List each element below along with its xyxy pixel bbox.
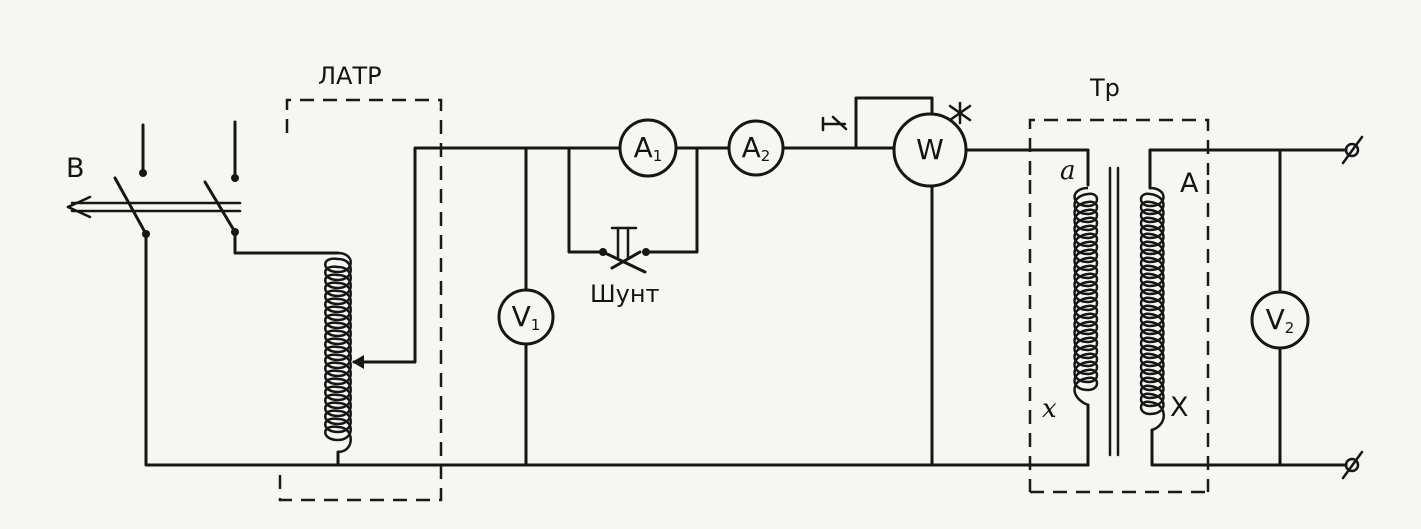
ammeter-a2-index: 2: [760, 147, 771, 165]
voltmeter-v1-symbol: V: [511, 300, 531, 333]
ammeter-a1-circle: [618, 118, 678, 178]
primary-coil: [1073, 186, 1099, 407]
shunt-label: Шунт: [590, 280, 660, 308]
switch-label: B: [66, 153, 85, 184]
transformer-label: Тр: [1090, 74, 1120, 102]
latr-enclosure: [278, 98, 443, 502]
primary-terminal-x: x: [1042, 394, 1057, 424]
switch-b: [113, 120, 239, 238]
voltmeter-v2-index: 2: [1284, 319, 1295, 337]
voltmeter-v1-label: V1: [506, 303, 546, 333]
ammeter-a2-symbol: A: [741, 131, 761, 164]
secondary-coil: [1139, 186, 1165, 432]
voltmeter-v1-circle: [497, 288, 555, 346]
secondary-terminal-A: A: [1180, 168, 1199, 199]
secondary-terminal-X: X: [1170, 392, 1189, 423]
voltmeter-v2-label: V2: [1258, 306, 1302, 336]
transformer-core: [1108, 166, 1120, 457]
switch-input-arrow: [66, 195, 242, 219]
primary-terminal-a: a: [1060, 156, 1076, 186]
wattmeter-label: W: [910, 136, 950, 164]
transformer-enclosure: [1028, 118, 1210, 175]
latr-coil: [324, 251, 352, 454]
wattmeter-symbol: W: [916, 133, 944, 166]
voltmeter-v2-circle: [1250, 290, 1310, 350]
output-terminal-top: [1341, 135, 1364, 165]
shunt-switch: [599, 226, 650, 274]
latr-wiper-arrow: [352, 355, 364, 369]
wattmeter-star-left: [821, 115, 848, 132]
wattmeter-circle: [892, 112, 968, 188]
voltmeter-v1-index: 1: [530, 316, 541, 334]
ammeter-a2-label: A2: [734, 134, 778, 164]
output-terminal-bottom: [1341, 450, 1364, 480]
latr-label: ЛАТР: [318, 62, 382, 90]
ammeter-a1-symbol: A: [633, 131, 653, 164]
wattmeter-star-right: [948, 101, 972, 125]
ammeter-a2-circle: [727, 119, 785, 177]
circuit-wires: [144, 96, 1348, 467]
voltmeter-v2-symbol: V: [1265, 303, 1285, 336]
ammeter-a1-label: A1: [626, 134, 670, 164]
ammeter-a1-index: 1: [652, 147, 663, 165]
